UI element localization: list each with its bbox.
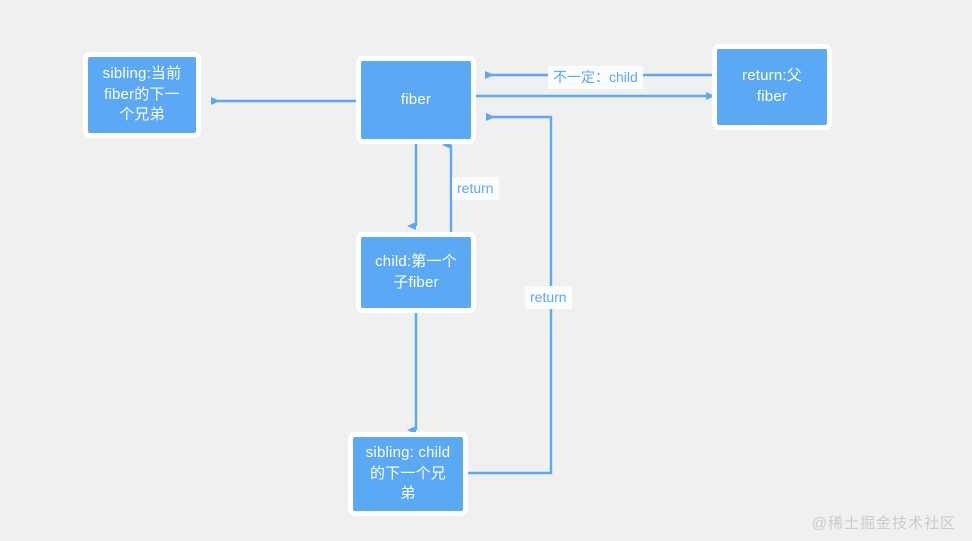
node-sibling-current[interactable]: sibling:当前 fiber的下一 个兄弟 — [83, 52, 201, 138]
node-child-first[interactable]: child:第一个 子fiber — [356, 232, 476, 313]
watermark: @稀土掘金技术社区 — [811, 515, 956, 532]
node-sibling-current-label: sibling:当前 fiber的下一 个兄弟 — [102, 64, 182, 124]
node-child-first-label: child:第一个 子fiber — [375, 252, 457, 291]
node-return-parent[interactable]: return:父 fiber — [712, 44, 832, 130]
node-sibling-child[interactable]: sibling: child 的下一个兄 弟 — [348, 432, 468, 516]
node-sibling-child-label: sibling: child 的下一个兄 弟 — [365, 443, 451, 503]
edge-label-return-outer: return — [525, 286, 572, 309]
node-fiber-label: fiber — [400, 90, 432, 108]
node-fiber[interactable]: fiber — [356, 56, 476, 144]
edge-label-return-inner: return — [452, 177, 499, 200]
edge-label-maybe-child: 不一定：child — [548, 66, 643, 89]
node-return-parent-label: return:父 fiber — [742, 67, 802, 105]
